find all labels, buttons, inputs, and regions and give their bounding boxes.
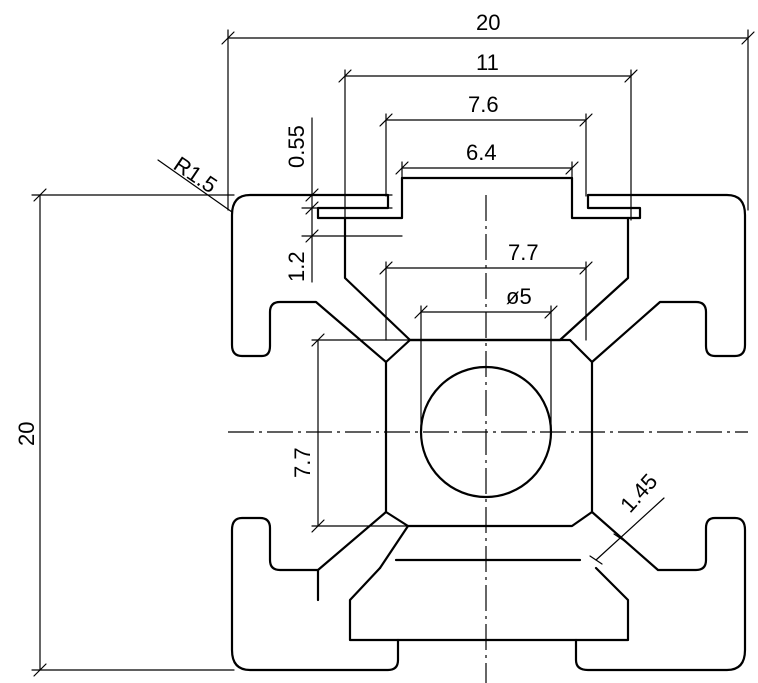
- dim-overall-height-label: 20: [14, 422, 39, 446]
- dim-overall-width-label: 20: [476, 10, 500, 35]
- dim-core-width-label: 7.7: [508, 240, 539, 265]
- center-lines: [228, 195, 748, 683]
- left-slot-outline: [316, 524, 410, 602]
- dim-bore-diameter: ø5: [414, 284, 558, 433]
- dim-core-height: 7.7: [290, 333, 411, 533]
- bottom-slot-outline: [394, 558, 582, 642]
- dim-core-height-label: 7.7: [290, 447, 315, 478]
- dim-lip-step-label: 0.55: [284, 125, 309, 168]
- dim-core-width: 7.7: [379, 240, 593, 341]
- dim-slot-outer-width-label: 11: [476, 50, 499, 75]
- dim-corner-radius: R1.5: [157, 151, 233, 213]
- dim-overall-height: 20: [14, 188, 235, 677]
- dim-web-thickness-label: 1.45: [615, 469, 662, 518]
- core-outline: [384, 338, 594, 528]
- dim-corner-radius-label: R1.5: [169, 151, 222, 198]
- dim-bore-diameter-label: ø5: [506, 284, 532, 309]
- top-left-corner-outline: [230, 176, 404, 364]
- dim-web-thickness: 1.45: [589, 469, 665, 565]
- dim-overall-width: 20: [221, 10, 755, 211]
- top-right-corner-outline: [570, 176, 747, 364]
- profile-outline: [230, 176, 747, 672]
- dim-slot-opening-inner: 6.4: [395, 140, 579, 181]
- dim-slot-opening-inner-label: 6.4: [466, 140, 497, 165]
- dim-lip: 0.55 1.2: [284, 117, 403, 283]
- dim-slot-opening-outer: 7.6: [379, 92, 593, 197]
- dim-slot-opening-outer-label: 7.6: [468, 92, 499, 117]
- bottom-right-corner-outline: [574, 510, 747, 672]
- dim-lip-thickness-label: 1.2: [284, 251, 309, 282]
- bottom-left-corner-outline: [230, 510, 400, 672]
- dim-slot-outer-width: 11: [338, 50, 638, 221]
